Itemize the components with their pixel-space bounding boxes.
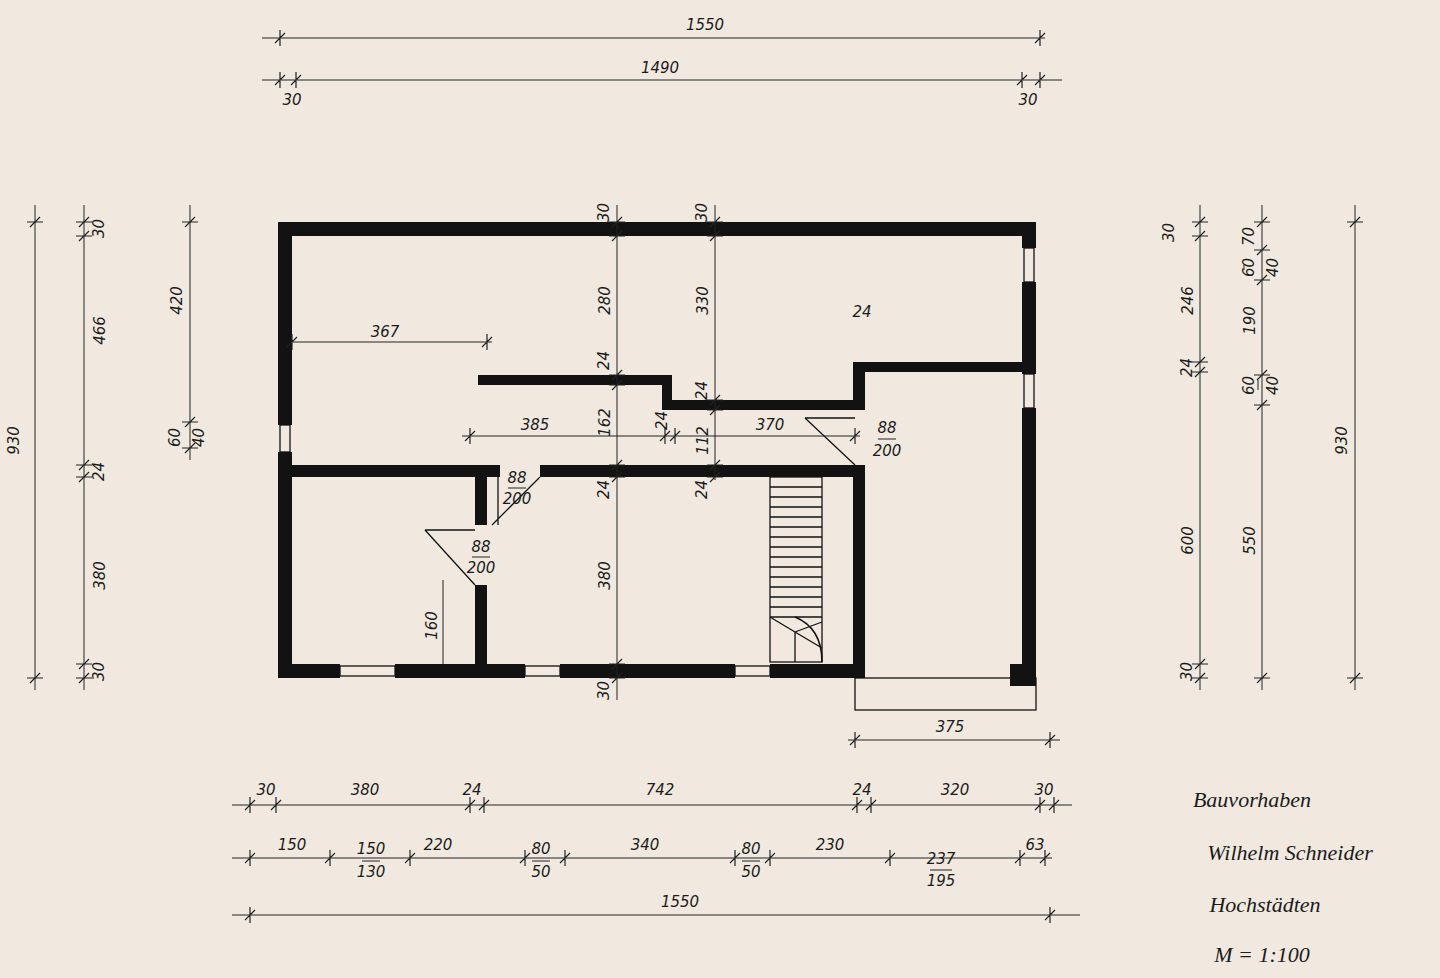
dimension-label: 30 <box>1034 783 1053 798</box>
dimension-label: 60 <box>1243 375 1258 394</box>
tick-marks <box>27 30 1363 923</box>
dimension-label: 340 <box>631 838 660 853</box>
dimension-label: 24 <box>598 350 613 369</box>
windows-doors <box>280 248 1036 710</box>
dimension-label: 24 <box>656 410 671 429</box>
dimension-label: 220 <box>424 838 453 853</box>
dimension-label: 380 <box>597 561 612 590</box>
dimension-label: 60 <box>169 427 184 446</box>
dimension-label: 280 <box>597 286 612 315</box>
dimension-label: 237 <box>927 852 956 867</box>
dimension-label: 190 <box>1242 306 1257 335</box>
dimension-label: 30 <box>598 680 613 699</box>
dimension-label: 24 <box>93 461 108 480</box>
dimension-label: 330 <box>695 286 710 315</box>
dimension-label: 30 <box>1018 93 1037 108</box>
dimension-label: 30 <box>93 218 108 237</box>
dimension-label: 30 <box>696 202 711 221</box>
dimension-label: 1550 <box>661 895 699 910</box>
dimension-label: 200 <box>467 561 496 576</box>
dimension-label: 375 <box>936 720 965 735</box>
dimension-label: 367 <box>371 325 400 340</box>
dimension-ticks <box>27 30 1363 923</box>
dimension-label: 50 <box>741 865 760 880</box>
title-text: Bauvorhaben <box>1193 789 1311 811</box>
walls <box>278 222 1036 686</box>
dimension-label: 63 <box>1025 838 1044 853</box>
dimension-label: 24 <box>462 783 481 798</box>
dimension-label: 380 <box>351 783 380 798</box>
dimension-lines <box>35 38 1355 915</box>
dimension-label: 88 <box>877 421 896 436</box>
dimension-label: 200 <box>503 492 532 507</box>
dimension-label: 195 <box>927 874 956 889</box>
dimension-label: 550 <box>1242 526 1257 555</box>
dimension-label: 60 <box>1243 257 1258 276</box>
dimension-label: 1550 <box>686 18 724 33</box>
dimension-label: 600 <box>1180 526 1195 555</box>
dimension-label: 930 <box>7 426 22 455</box>
dimension-label: 80 <box>741 842 760 857</box>
dimension-label: 246 <box>1180 286 1195 315</box>
dimension-label: 130 <box>357 865 386 880</box>
dimension-label: 70 <box>1243 226 1258 245</box>
dimension-label: 930 <box>1334 426 1349 455</box>
dimension-label: 1490 <box>641 61 679 76</box>
title-text: M = 1:100 <box>1214 944 1310 966</box>
dimension-label: 80 <box>531 842 550 857</box>
dimension-label: 24 <box>696 479 711 498</box>
dimension-label: 742 <box>646 783 675 798</box>
dimension-label: 150 <box>357 842 386 857</box>
dimension-label: 24 <box>852 783 871 798</box>
dimension-label: 50 <box>531 865 550 880</box>
dimension-label: 24 <box>696 380 711 399</box>
dimension-label: 466 <box>92 316 107 345</box>
dimension-label: 30 <box>598 202 613 221</box>
dimension-label: 150 <box>278 838 307 853</box>
title-text: Hochstädten <box>1209 894 1320 916</box>
dimension-label: 380 <box>92 561 107 590</box>
dimension-label: 385 <box>521 418 550 433</box>
dimension-label: 320 <box>941 783 970 798</box>
dimension-label: 40 <box>1267 375 1282 394</box>
dimension-label: 370 <box>756 418 785 433</box>
staircase <box>770 477 822 662</box>
dimension-label: 40 <box>1267 257 1282 276</box>
title-text: Wilhelm Schneider <box>1207 842 1373 864</box>
dimension-label: 88 <box>507 471 526 486</box>
dimension-label: 30 <box>256 783 275 798</box>
dimension-label: 230 <box>816 838 845 853</box>
dimension-label: 24 <box>598 479 613 498</box>
dimension-label: 88 <box>471 540 490 555</box>
dimension-label: 30 <box>1181 661 1196 680</box>
dimension-label: 30 <box>93 661 108 680</box>
dimension-label: 200 <box>873 444 902 459</box>
dimension-label: 30 <box>1163 222 1178 241</box>
dimension-label: 420 <box>169 286 184 315</box>
dimension-label: 112 <box>695 426 710 455</box>
dimension-label: 24 <box>852 305 871 320</box>
dimension-label: 30 <box>282 93 301 108</box>
dimension-label: 160 <box>424 611 439 640</box>
dimension-label: 24 <box>1181 357 1196 376</box>
dimension-label: 162 <box>597 408 612 437</box>
dimension-label: 40 <box>193 427 208 446</box>
